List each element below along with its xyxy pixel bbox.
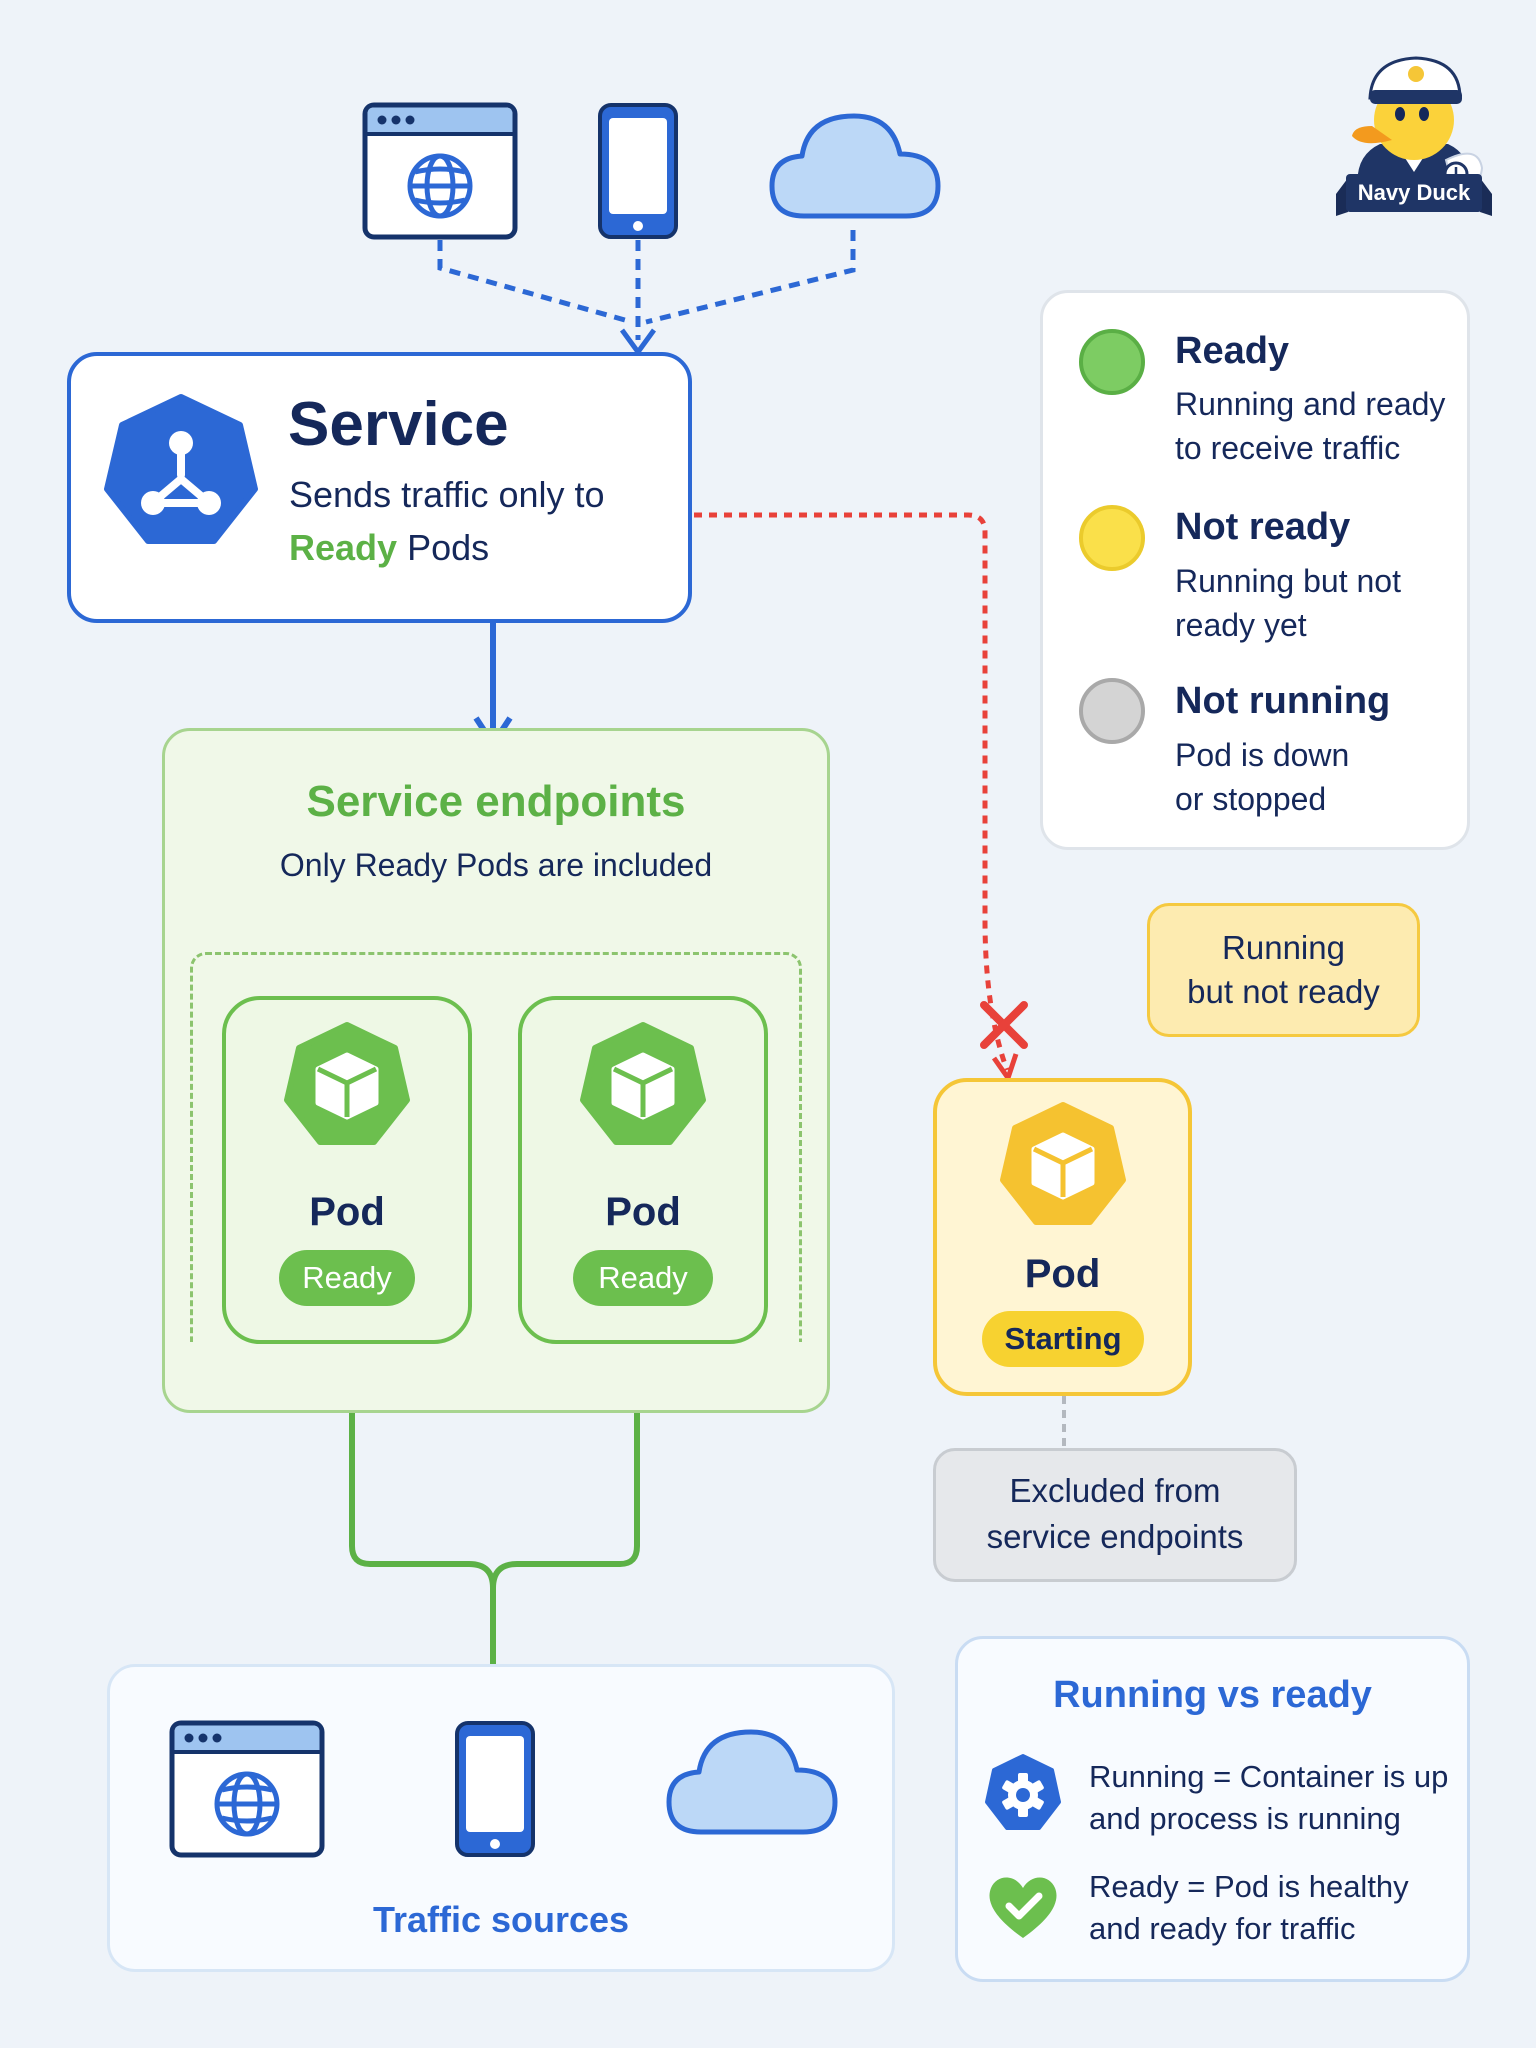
navy-duck-logo-text: Navy Duck — [1358, 180, 1471, 205]
pod-label: Pod — [605, 1190, 681, 1234]
connector-sources-to-pods — [349, 1352, 640, 1684]
connector-service-to-starting-pod — [694, 512, 1010, 1071]
ready-definition: Ready = Pod is healthy — [1089, 1869, 1409, 1904]
service-subtitle-line-2: Ready Pods — [289, 526, 489, 570]
pod-cube-icon — [1000, 1102, 1126, 1225]
phone-icon — [455, 1721, 535, 1857]
endpoints-subtitle: Only Ready Pods are included — [279, 847, 713, 883]
pod-cube-icon — [580, 1022, 706, 1145]
traffic-sources-title: Traffic sources — [372, 1899, 630, 1940]
connector-browser-to-service — [437, 240, 633, 325]
gear-icon — [985, 1754, 1061, 1830]
callout-line: Excluded from — [1009, 1472, 1221, 1509]
service-icon — [104, 394, 258, 544]
phone-icon — [598, 103, 678, 239]
ready-definition: and ready for traffic — [1089, 1911, 1356, 1946]
legend-dot-not-running — [1079, 678, 1145, 744]
legend-title: Not running — [1175, 680, 1391, 722]
service-subtitle-text: Sends traffic only to — [289, 474, 605, 515]
legend-desc: or stopped — [1175, 781, 1327, 817]
endpoints-title: Service endpoints — [306, 777, 686, 826]
legend-title: Ready — [1175, 330, 1290, 372]
running-vs-ready-title: Running vs ready — [1053, 1674, 1372, 1716]
arrowhead-service-top — [619, 328, 657, 355]
running-vs-ready-panel — [955, 1636, 1470, 1982]
running-definition: Running = Container is up — [1089, 1759, 1449, 1794]
legend-desc: to receive traffic — [1175, 430, 1401, 466]
pod-cube-icon — [284, 1022, 410, 1145]
navy-duck-logo: Navy Duck — [1336, 56, 1492, 216]
legend-desc: Running but not — [1175, 563, 1401, 599]
running-definition: and process is running — [1089, 1801, 1401, 1836]
legend-desc: Running and ready — [1175, 386, 1446, 422]
callout-line: service endpoints — [986, 1518, 1244, 1555]
legend-desc: Pod is down — [1175, 737, 1350, 773]
callout-line: but not ready — [1187, 973, 1380, 1010]
legend-panel — [1040, 290, 1470, 850]
service-pods-word: Pods — [407, 527, 490, 568]
heart-check-icon — [989, 1877, 1057, 1938]
legend-dot-not-ready — [1079, 505, 1145, 571]
service-ready-word: Ready — [289, 527, 398, 568]
pod-status-badge: Starting — [982, 1311, 1144, 1367]
endpoints-dashed-group — [190, 952, 802, 1342]
pod-label: Pod — [309, 1190, 385, 1234]
legend-title: Not ready — [1175, 506, 1351, 548]
pod-status-badge: Ready — [279, 1250, 415, 1306]
pod-status-badge: Ready — [573, 1250, 713, 1306]
legend-dot-ready — [1079, 329, 1145, 395]
cloud-icon — [769, 113, 941, 219]
connector-cloud-to-service — [645, 230, 856, 325]
excluded-callout — [933, 1448, 1297, 1582]
service-title: Service — [288, 390, 509, 459]
service-subtitle: Sends traffic only to — [289, 473, 605, 517]
browser-icon — [169, 1720, 325, 1858]
cloud-icon — [666, 1729, 838, 1835]
pod-label: Pod — [1024, 1252, 1101, 1296]
legend-desc: ready yet — [1175, 607, 1307, 643]
running-not-ready-callout — [1147, 903, 1420, 1037]
callout-line: Running — [1222, 929, 1345, 966]
browser-icon — [362, 102, 518, 240]
blocked-x-icon — [980, 1001, 1028, 1049]
